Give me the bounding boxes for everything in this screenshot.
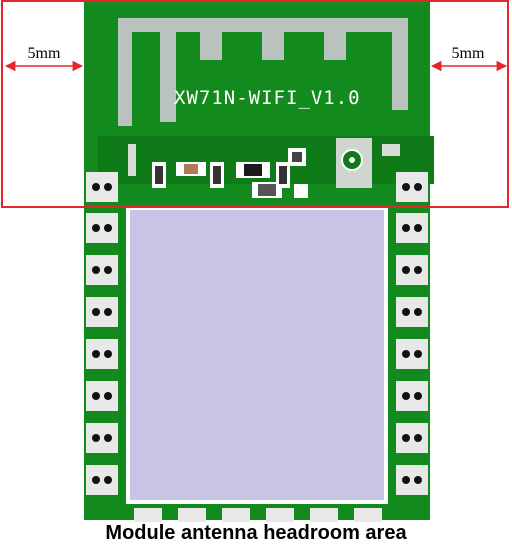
pin-column-right bbox=[396, 172, 428, 495]
left-dimension-label: 5mm bbox=[28, 45, 61, 62]
right-dimension-label: 5mm bbox=[452, 45, 485, 62]
module-label: XW71N-WIFI_V1.0 bbox=[174, 87, 361, 109]
figure-caption: Module antenna headroom area bbox=[105, 522, 407, 544]
pin-column-left bbox=[86, 172, 118, 495]
shield-can-top bbox=[130, 210, 384, 500]
pin-row-bottom bbox=[134, 508, 382, 522]
pin-holes-left bbox=[92, 183, 112, 484]
pcb-antenna-trace bbox=[118, 18, 408, 126]
pin-holes-right bbox=[402, 183, 422, 484]
headroom-area-box bbox=[1, 0, 509, 208]
component-area bbox=[98, 136, 434, 198]
